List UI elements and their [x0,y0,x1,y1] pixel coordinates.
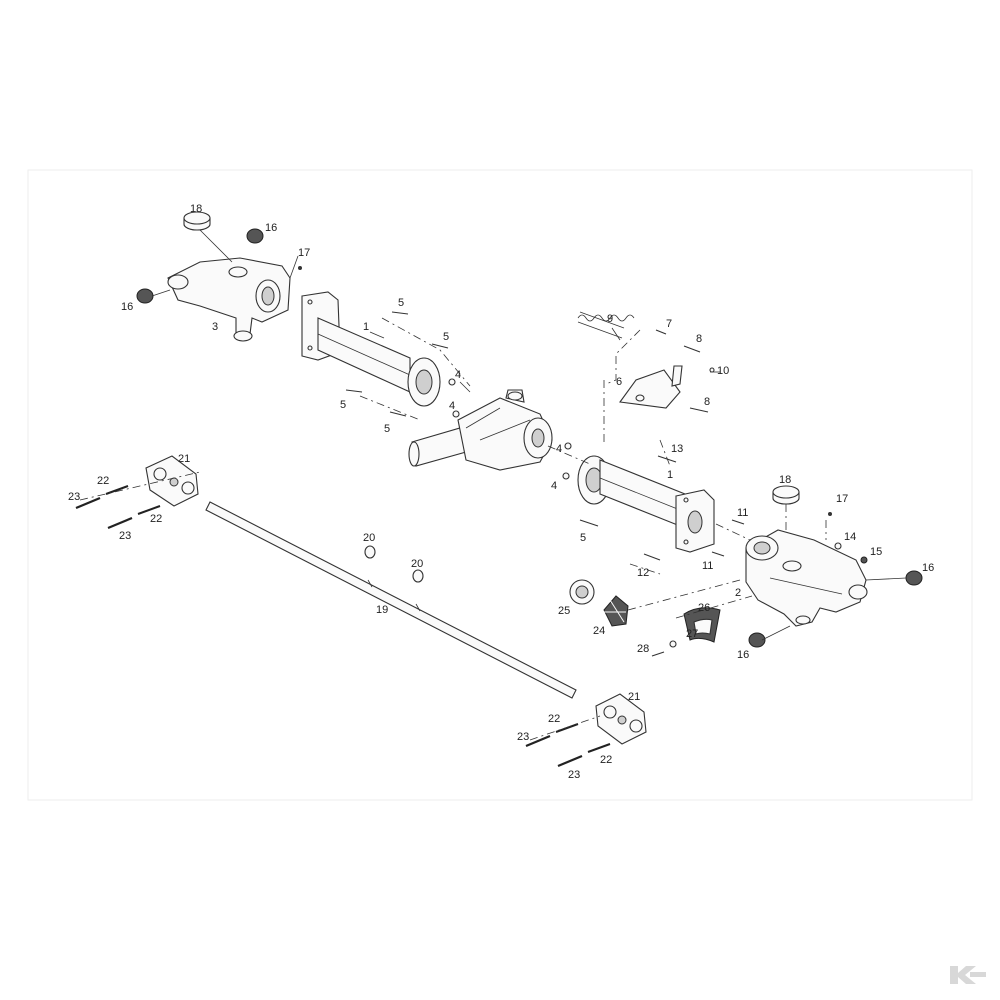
bracket-6 [619,365,683,409]
callout-16: 16 [121,301,133,313]
callout-5: 5 [384,423,390,435]
left-grease-nipple-17 [298,266,302,270]
drive-shaft-19 [205,501,577,699]
screw-28 [651,651,665,657]
right-cap-18 [772,485,800,505]
callout-25: 25 [558,605,570,617]
callout-4: 4 [551,480,557,492]
right-nut-16-bottom [748,632,766,648]
callout-22: 22 [548,713,560,725]
right-grease-nipple-17 [828,512,832,516]
callout-5: 5 [340,399,346,411]
callout-7: 7 [666,318,672,330]
left-nut-16-top [246,228,264,244]
left-tube [301,291,441,407]
pins-22-23 [75,485,611,768]
callout-21: 21 [178,453,190,465]
callout-4: 4 [449,400,455,412]
callout-5: 5 [443,331,449,343]
callout-23: 23 [119,530,131,542]
callout-20: 20 [363,532,375,544]
callout-14: 14 [844,531,856,543]
callout-8: 8 [696,333,702,345]
sheet-frame [27,169,973,801]
callout-2: 2 [735,587,741,599]
callout-13: 13 [671,443,683,455]
callout-23: 23 [68,491,80,503]
leader-lines [151,229,907,641]
left-cap-18 [183,211,211,231]
callout-24: 24 [593,625,605,637]
callout-23: 23 [568,769,580,781]
right-tube [577,455,715,553]
assembly-center-lines [79,317,827,741]
callout-16: 16 [737,649,749,661]
universal-joint-21-left [145,455,199,507]
callout-labels: 1 1 2 3 4 4 4 4 5 5 5 5 5 6 7 8 8 9 10 1… [68,203,934,781]
callout-1: 1 [667,469,673,481]
nut-15 [860,556,868,564]
k-logo-icon [944,964,988,984]
callout-26: 26 [698,602,710,614]
callout-9: 9 [607,313,613,325]
seal-25 [569,579,595,605]
washer-27 [669,640,677,648]
callout-18: 18 [190,203,202,215]
callout-4: 4 [556,443,562,455]
callout-5: 5 [398,297,404,309]
bevel-gear-24 [603,595,629,627]
callout-16: 16 [922,562,934,574]
callout-15: 15 [870,546,882,558]
callout-27: 27 [686,628,698,640]
callout-16: 16 [265,222,277,234]
washer-14 [834,542,842,550]
callout-21: 21 [628,691,640,703]
callout-22: 22 [150,513,162,525]
callout-3: 3 [212,321,218,333]
callout-12: 12 [637,567,649,579]
shield-26 [683,607,721,643]
o-ring-20-b [412,569,424,583]
callout-5: 5 [580,532,586,544]
universal-joint-21-right [595,693,647,745]
callout-8: 8 [704,396,710,408]
left-nut-16-side [136,288,154,304]
callout-17: 17 [836,493,848,505]
o-ring-20-a [364,545,376,559]
right-nut-16-side [905,570,923,586]
callout-23: 23 [517,731,529,743]
callout-10: 10 [717,365,729,377]
left-angle-housing [167,257,291,342]
central-gearbox [408,389,553,471]
callout-22: 22 [600,754,612,766]
spring-9 [577,311,635,339]
callout-22: 22 [97,475,109,487]
callout-1: 1 [363,321,369,333]
callout-11: 11 [737,507,748,519]
callout-20: 20 [411,558,423,570]
callout-6: 6 [616,376,622,388]
callout-17: 17 [298,247,310,259]
callout-11: 11 [702,560,713,572]
callout-18: 18 [779,474,791,486]
callout-28: 28 [637,643,649,655]
callout-19: 19 [376,604,388,616]
right-angle-housing [745,529,868,627]
callout-4: 4 [455,369,461,381]
